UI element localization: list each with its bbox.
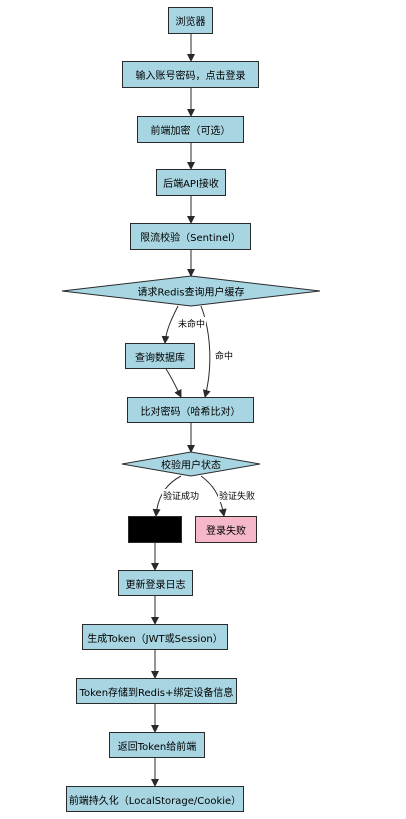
node-backend-api: 后端API接收 bbox=[156, 169, 226, 196]
edge-label-cache-hit: 命中 bbox=[214, 349, 235, 362]
node-query-db: 查询数据库 bbox=[125, 343, 195, 369]
node-update-log: 更新登录日志 bbox=[118, 570, 193, 596]
node-rate-limit: 限流校验（Sentinel） bbox=[130, 223, 251, 250]
node-return-token: 返回Token给前端 bbox=[109, 732, 205, 758]
node-compare-password: 比对密码（哈希比对） bbox=[127, 397, 254, 423]
node-store-token: Token存储到Redis+绑定设备信息 bbox=[76, 678, 237, 704]
edge-redis-to-db-miss bbox=[161, 305, 179, 344]
edge-label-verify-fail: 验证失败 bbox=[218, 489, 257, 502]
edge-status-to-fail bbox=[200, 475, 227, 517]
node-generate-token: 生成Token（JWT或Session） bbox=[82, 624, 228, 650]
node-login-failed: 登录失败 bbox=[195, 516, 257, 543]
label-redis-lookup: 请求Redis查询用户缓存 bbox=[137, 287, 245, 299]
edge-label-verify-success: 验证成功 bbox=[162, 489, 201, 502]
edge-label-cache-miss: 未命中 bbox=[177, 317, 207, 330]
node-browser: 浏览器 bbox=[168, 7, 213, 34]
edge-db-to-compare bbox=[165, 368, 182, 398]
edge-redis-to-compare-hit bbox=[200, 305, 211, 398]
check-status-diamond bbox=[121, 451, 261, 477]
label-check-status: 校验用户状态 bbox=[161, 460, 221, 472]
node-login-success bbox=[128, 516, 182, 543]
node-input-credentials: 输入账号密码，点击登录 bbox=[122, 61, 259, 88]
node-persist: 前端持久化（LocalStorage/Cookie） bbox=[66, 786, 244, 812]
node-frontend-encrypt: 前端加密（可选） bbox=[137, 116, 244, 143]
redis-lookup-diamond bbox=[61, 275, 321, 307]
